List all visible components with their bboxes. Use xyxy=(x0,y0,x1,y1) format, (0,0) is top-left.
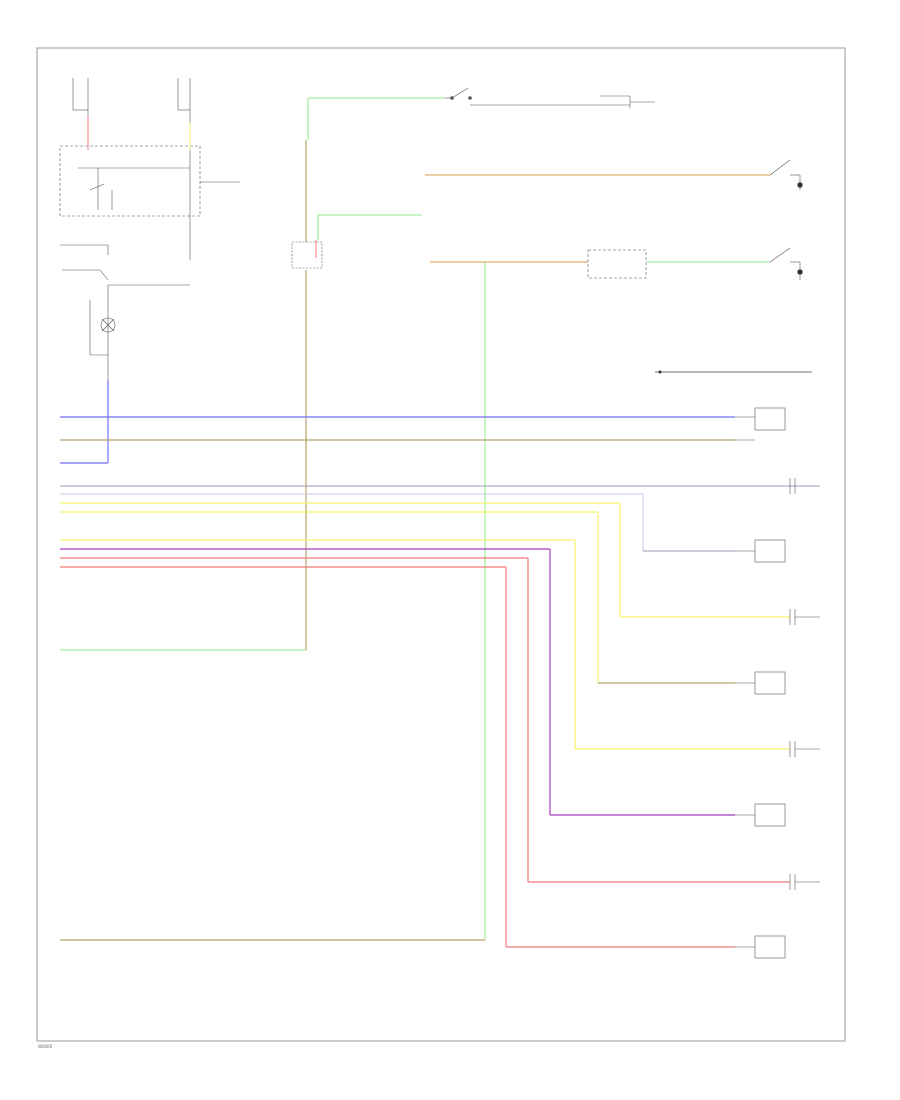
diagram-frame xyxy=(36,47,846,1042)
brake-switch xyxy=(445,87,655,108)
combination-switch xyxy=(291,241,323,269)
fuse-relay-box xyxy=(59,78,240,260)
control-module xyxy=(587,249,647,279)
pressure-switch-bottom xyxy=(769,247,803,280)
diagram-code: W0000 xyxy=(38,1044,53,1049)
pressure-switch-top xyxy=(769,159,803,190)
right-components xyxy=(735,407,820,959)
ground-reference-dot xyxy=(658,370,662,374)
indicator-relay xyxy=(60,244,190,380)
